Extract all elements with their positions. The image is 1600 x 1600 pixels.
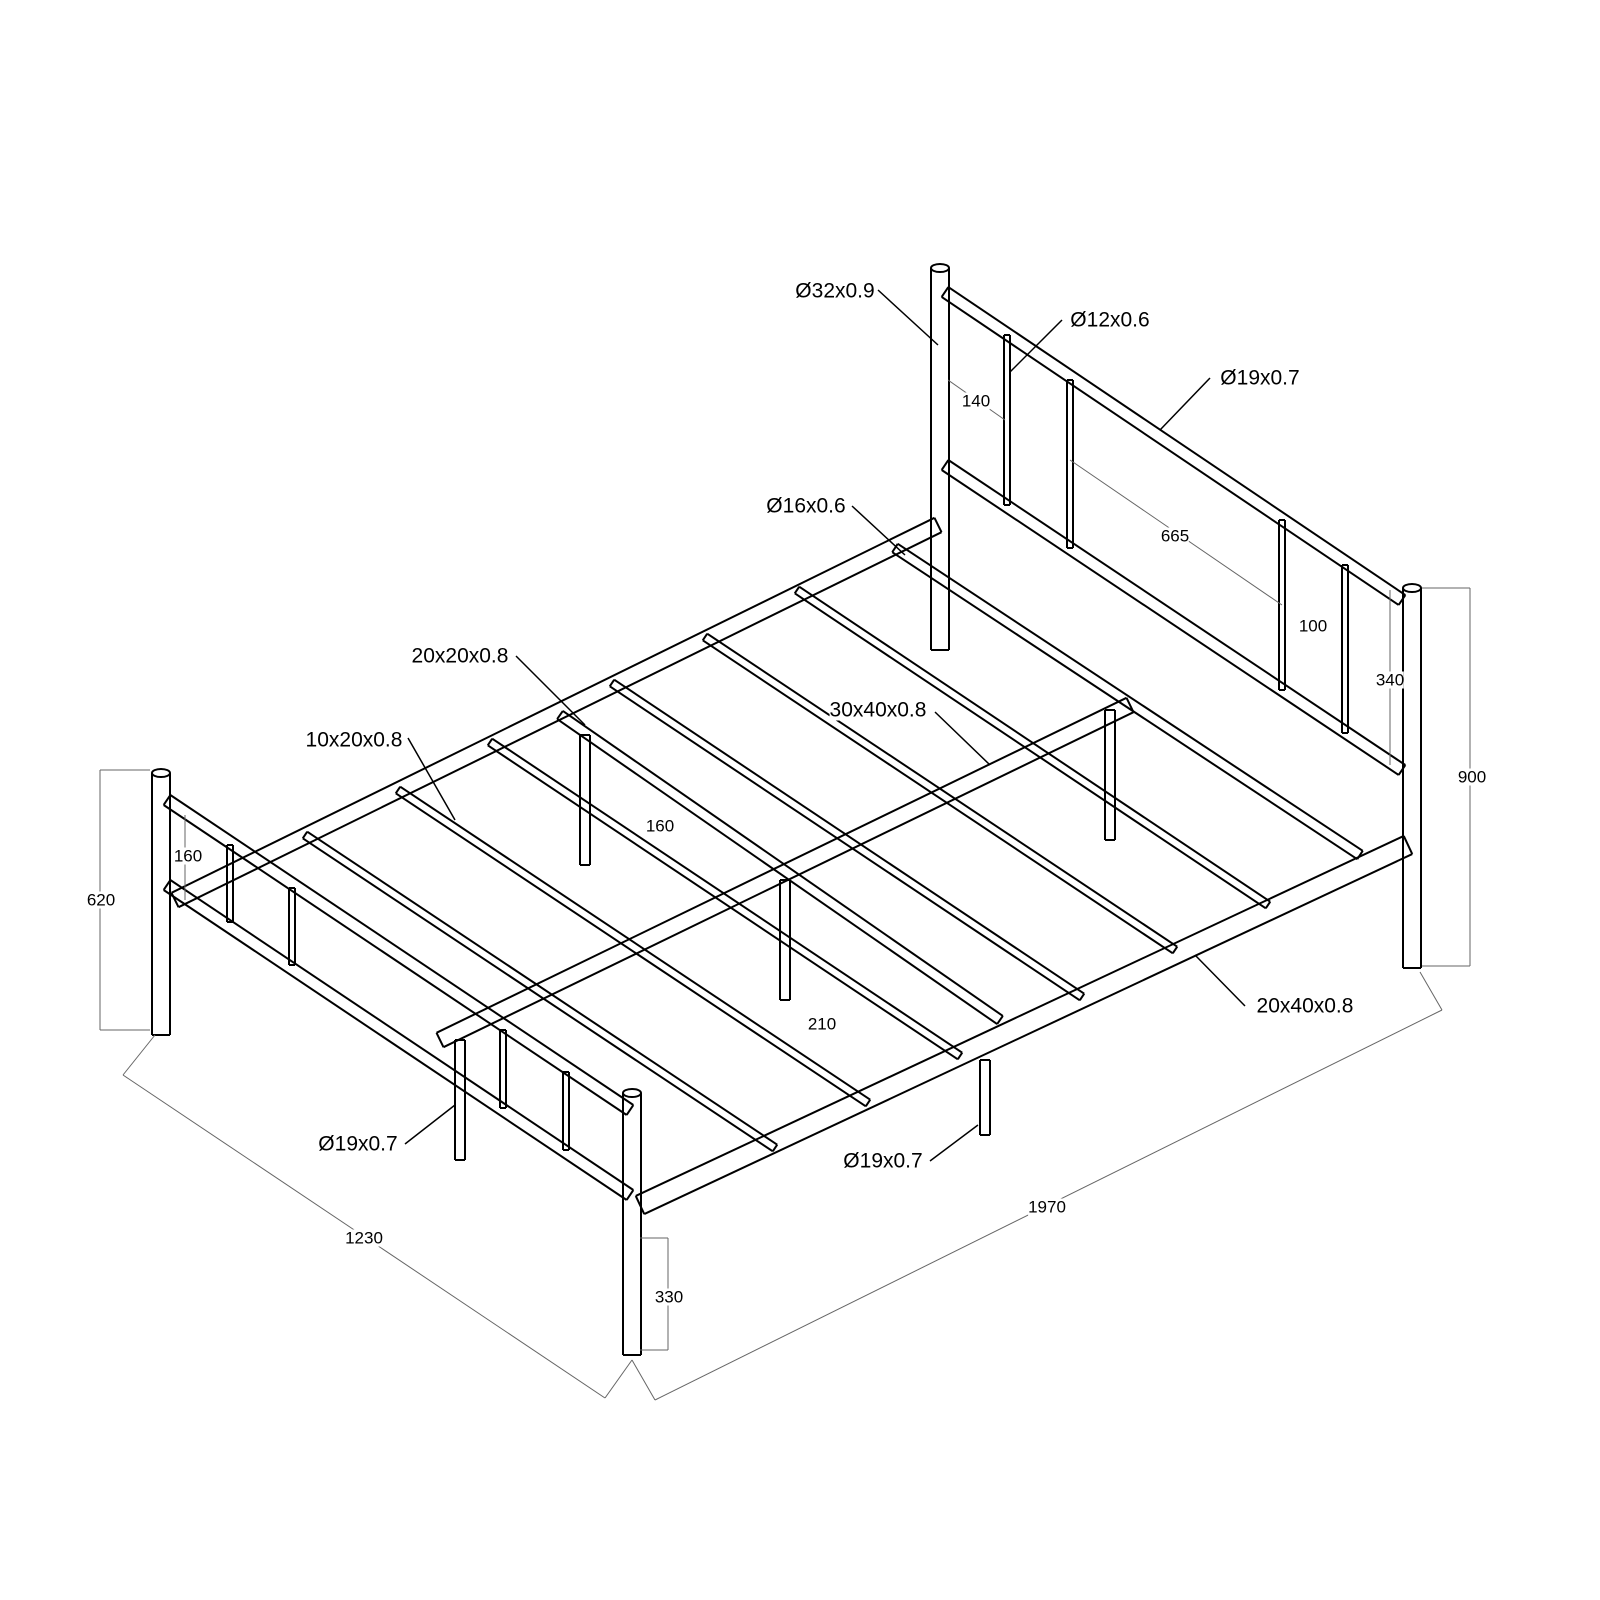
slat bbox=[609, 685, 1081, 1002]
side-tube bbox=[891, 551, 1358, 861]
leader bbox=[877, 289, 939, 346]
dim-headboard-panel-height: 340 bbox=[1375, 670, 1405, 690]
slat bbox=[701, 633, 709, 641]
footboard-lower-tube bbox=[169, 879, 634, 1191]
footboard-top-tube bbox=[625, 1104, 635, 1116]
slat bbox=[487, 744, 959, 1061]
dim-headboard-height: 900 bbox=[1457, 767, 1487, 787]
slat bbox=[306, 830, 778, 1146]
slat bbox=[301, 831, 309, 839]
center-rail bbox=[436, 696, 1127, 1034]
slat bbox=[399, 785, 871, 1101]
dim-slat-spacing: 160 bbox=[645, 816, 675, 836]
slat bbox=[864, 1099, 872, 1107]
leader bbox=[1009, 319, 1063, 373]
leader bbox=[851, 505, 906, 556]
label-center-leg-right: Ø19x0.7 bbox=[843, 1149, 923, 1173]
center-bracket-bar bbox=[562, 710, 1004, 1017]
right-side-rail bbox=[1402, 835, 1414, 855]
headboard-top-tube bbox=[947, 286, 1406, 596]
slat bbox=[1171, 946, 1179, 954]
side-tube bbox=[897, 542, 1364, 852]
left-side-rail bbox=[171, 516, 935, 894]
label-headboard-vertical-tube: Ø12x0.6 bbox=[1070, 308, 1150, 332]
slat bbox=[706, 632, 1178, 948]
slat bbox=[613, 678, 1085, 995]
slat bbox=[771, 1144, 779, 1152]
dim-footboard-height: 620 bbox=[86, 890, 116, 910]
ext bbox=[122, 1034, 156, 1076]
leader bbox=[1159, 377, 1211, 431]
footboard-left-post-cap bbox=[151, 767, 171, 779]
leader bbox=[934, 711, 991, 766]
footboard-lower-tube bbox=[163, 889, 628, 1201]
ext bbox=[1419, 971, 1443, 1011]
side-tube bbox=[1356, 850, 1364, 860]
dim-length: 1970 bbox=[1028, 1197, 1066, 1217]
label-side-tube: Ø16x0.6 bbox=[766, 494, 846, 518]
left-side-rail bbox=[933, 517, 943, 533]
label-headboard-top-tube: Ø19x0.7 bbox=[1220, 366, 1300, 390]
headboard-top-tube bbox=[941, 296, 1400, 606]
label-slat: 10x20x0.8 bbox=[305, 728, 403, 752]
dim-headboard-gap: 140 bbox=[961, 391, 991, 411]
dim-width: 1230 bbox=[345, 1228, 383, 1248]
leader bbox=[407, 737, 456, 821]
footboard-lower-tube bbox=[625, 1189, 635, 1201]
slat bbox=[486, 738, 494, 746]
right-side-rail bbox=[643, 853, 1413, 1215]
dim-clearance: 330 bbox=[654, 1287, 684, 1307]
footboard-right-post-cap bbox=[622, 1087, 642, 1099]
label-side-rail: 20x40x0.8 bbox=[1256, 994, 1354, 1018]
footboard-top-tube bbox=[163, 804, 628, 1116]
slat bbox=[956, 1052, 964, 1060]
headboard-lower-tube bbox=[941, 469, 1400, 776]
headboard-left-post-cap bbox=[930, 262, 950, 274]
side-tube bbox=[891, 543, 899, 553]
slat bbox=[798, 585, 1271, 903]
slat bbox=[608, 679, 616, 687]
dim-headboard-bar-spacing: 100 bbox=[1298, 616, 1328, 636]
ext bbox=[631, 1359, 656, 1401]
slat bbox=[793, 586, 801, 594]
slat bbox=[1078, 993, 1086, 1001]
headboard-lower-tube bbox=[947, 459, 1406, 766]
slat bbox=[394, 786, 402, 794]
footboard-top-tube bbox=[169, 794, 634, 1106]
slat bbox=[794, 592, 1267, 910]
leader bbox=[1194, 954, 1246, 1007]
label-center-bracket: 20x20x0.8 bbox=[411, 644, 509, 668]
leader bbox=[515, 655, 586, 726]
dim-center-spacing: 210 bbox=[807, 1014, 837, 1034]
label-headboard-post-tube: Ø32x0.9 bbox=[795, 279, 875, 303]
center-bracket-bar bbox=[996, 1015, 1004, 1025]
label-center-rail: 30x40x0.8 bbox=[829, 698, 927, 722]
slat bbox=[1264, 901, 1272, 909]
headboard-lower-tube bbox=[940, 459, 950, 471]
dim-headboard-panel-width: 665 bbox=[1160, 526, 1190, 546]
slat bbox=[302, 837, 774, 1153]
center-bracket-bar bbox=[556, 718, 998, 1025]
leader bbox=[929, 1124, 979, 1162]
leader bbox=[404, 1104, 456, 1145]
center-rail bbox=[435, 1032, 445, 1048]
headboard-top-tube bbox=[940, 286, 950, 298]
dim-footboard-gap: 160 bbox=[173, 846, 203, 866]
slat bbox=[702, 639, 1174, 955]
left-side-rail bbox=[178, 531, 942, 909]
ext bbox=[604, 1359, 633, 1399]
slat bbox=[395, 792, 867, 1108]
slat bbox=[491, 737, 963, 1054]
headboard-right-post-cap bbox=[1402, 582, 1422, 594]
center-bracket-bar bbox=[556, 710, 564, 720]
label-center-leg-left: Ø19x0.7 bbox=[318, 1132, 398, 1156]
